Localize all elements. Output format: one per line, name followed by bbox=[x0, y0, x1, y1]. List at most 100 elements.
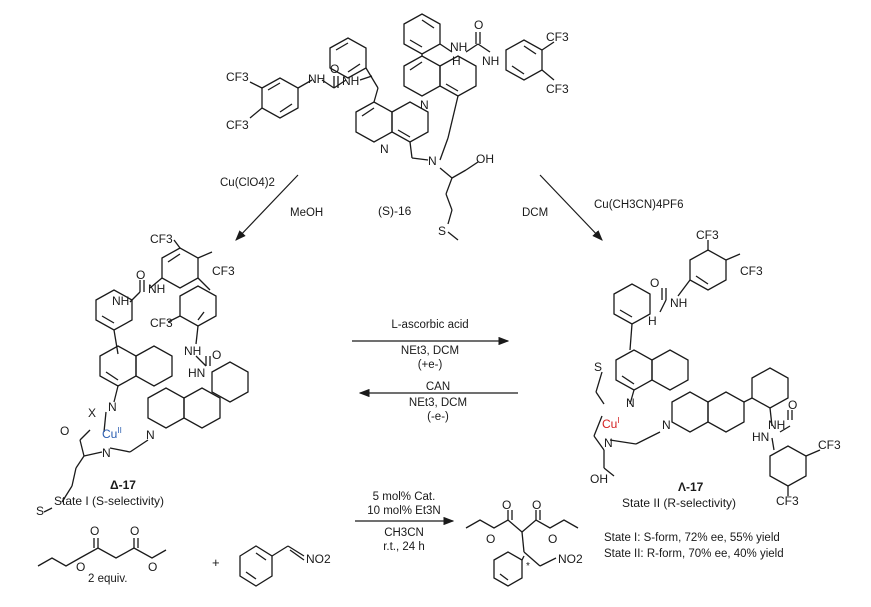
ligand-16-structure bbox=[249, 13, 555, 241]
complex-state-1-caption: State I (S-selectivity) bbox=[54, 494, 165, 508]
compound-16-name: (S)-16 bbox=[378, 204, 412, 218]
result-state-1: State I: S-form, 72% ee, 55% yield bbox=[604, 532, 780, 544]
label-o: O bbox=[474, 18, 484, 32]
malonate-structure bbox=[37, 538, 167, 567]
label-cf3: CF3 bbox=[546, 82, 569, 96]
cf3-aryl-ring-d bbox=[769, 445, 807, 487]
backward-condition-3: (-e-) bbox=[427, 411, 449, 423]
complex-state-2-structure bbox=[593, 240, 821, 496]
label-o: O bbox=[548, 532, 558, 546]
solvent: CH3CN bbox=[384, 527, 424, 539]
label-cf3: CF3 bbox=[226, 70, 249, 84]
label-cu-i: CuI bbox=[602, 416, 620, 431]
quinoline-c2 bbox=[651, 349, 689, 391]
label-cu-ii: CuII bbox=[102, 426, 122, 441]
label-n: N bbox=[380, 142, 389, 156]
label-n: N bbox=[604, 436, 613, 450]
phenyl-ring-d bbox=[751, 367, 789, 409]
phenyl-ring-a bbox=[95, 289, 133, 331]
label-o: O bbox=[76, 560, 86, 574]
label-no2: NO2 bbox=[558, 552, 583, 566]
label-s: S bbox=[36, 504, 45, 518]
right-arrow-solvent: DCM bbox=[522, 207, 549, 219]
quinoline-b1 bbox=[147, 387, 185, 429]
label-n: N bbox=[420, 98, 429, 112]
quinoline-right-b bbox=[439, 55, 477, 97]
label-hn: HN bbox=[188, 366, 206, 380]
label-n: N bbox=[146, 428, 155, 442]
label-cf3: CF3 bbox=[226, 118, 249, 132]
right-arrow-reagent: Cu(CH3CN)4PF6 bbox=[594, 199, 684, 211]
forward-condition-1: L-ascorbic acid bbox=[391, 319, 469, 331]
label-o: O bbox=[148, 560, 158, 574]
label-s: S bbox=[594, 360, 603, 374]
backward-condition-1: CAN bbox=[425, 381, 451, 393]
label-nh: NH bbox=[450, 40, 468, 54]
label-o: O bbox=[502, 498, 512, 512]
reaction-arrows bbox=[235, 174, 603, 526]
result-state-2: State II: R-form, 70% ee, 40% yield bbox=[604, 548, 784, 560]
catalyst-loading: 5 mol% Cat. bbox=[372, 491, 436, 503]
label-h: H bbox=[648, 314, 657, 328]
arrow-to-state-1 bbox=[235, 174, 299, 241]
label-s: S bbox=[438, 224, 447, 238]
label-n: N bbox=[428, 154, 437, 168]
quinoline-d1 bbox=[671, 391, 709, 433]
label-o: O bbox=[788, 398, 798, 412]
label-nh: NH bbox=[482, 54, 500, 68]
label-x: X bbox=[88, 406, 97, 420]
label-n: N bbox=[626, 396, 635, 410]
label-o: O bbox=[330, 62, 340, 76]
quinoline-a2 bbox=[135, 345, 173, 387]
label-o: O bbox=[212, 348, 222, 362]
label-n: N bbox=[662, 418, 671, 432]
complex-state-1-name: Δ-17 bbox=[110, 478, 136, 492]
label-o: O bbox=[130, 524, 140, 538]
label-n: N bbox=[102, 446, 111, 460]
label-cf3: CF3 bbox=[818, 438, 841, 452]
label-nh: NH bbox=[342, 74, 360, 88]
label-stereocenter: * bbox=[526, 561, 530, 572]
label-h: H bbox=[452, 54, 461, 68]
label-hn: HN bbox=[752, 430, 770, 444]
complex-state-1-structure bbox=[43, 239, 249, 513]
phenyl-ring-b bbox=[211, 361, 249, 403]
product-structure bbox=[465, 510, 579, 587]
forward-condition-2: NEt3, DCM bbox=[400, 345, 460, 357]
quinoline-b2 bbox=[183, 387, 221, 429]
left-arrow-solvent: MeOH bbox=[290, 207, 324, 219]
label-o: O bbox=[532, 498, 542, 512]
label-cf3: CF3 bbox=[696, 228, 719, 242]
forward-condition-3: (+e-) bbox=[417, 359, 443, 371]
label-o: O bbox=[486, 532, 496, 546]
quinoline-d2 bbox=[707, 391, 745, 433]
label-nh: NH bbox=[768, 418, 786, 432]
malonate-equiv: 2 equiv. bbox=[88, 573, 128, 585]
phenyl-ring-c bbox=[613, 283, 651, 325]
label-nh: NH bbox=[670, 296, 688, 310]
base-loading: 10 mol% Et3N bbox=[367, 505, 441, 517]
label-oh: OH bbox=[590, 472, 608, 486]
label-cf3: CF3 bbox=[150, 232, 173, 246]
label-cf3: CF3 bbox=[776, 494, 799, 508]
complex-state-2-name: Λ-17 bbox=[678, 480, 704, 494]
complex-state-2-caption: State II (R-selectivity) bbox=[622, 496, 737, 510]
nitrostyrene-structure bbox=[239, 545, 305, 587]
label-cf3: CF3 bbox=[150, 316, 173, 330]
label-nh: NH bbox=[148, 282, 166, 296]
backward-condition-2: NEt3, DCM bbox=[408, 397, 468, 409]
label-cf3: CF3 bbox=[740, 264, 763, 278]
left-arrow-reagent: Cu(ClO4)2 bbox=[220, 177, 275, 189]
temperature-time: r.t., 24 h bbox=[383, 541, 425, 553]
label-o: O bbox=[90, 524, 100, 538]
label-o: O bbox=[60, 424, 70, 438]
label-nh: NH bbox=[112, 294, 130, 308]
quinoline-left-b bbox=[391, 101, 429, 143]
label-cf3: CF3 bbox=[546, 30, 569, 44]
label-o: O bbox=[136, 268, 146, 282]
label-nh: NH bbox=[184, 344, 202, 358]
label-nh: NH bbox=[308, 72, 326, 86]
label-o: O bbox=[650, 276, 660, 290]
label-n: N bbox=[108, 400, 117, 414]
